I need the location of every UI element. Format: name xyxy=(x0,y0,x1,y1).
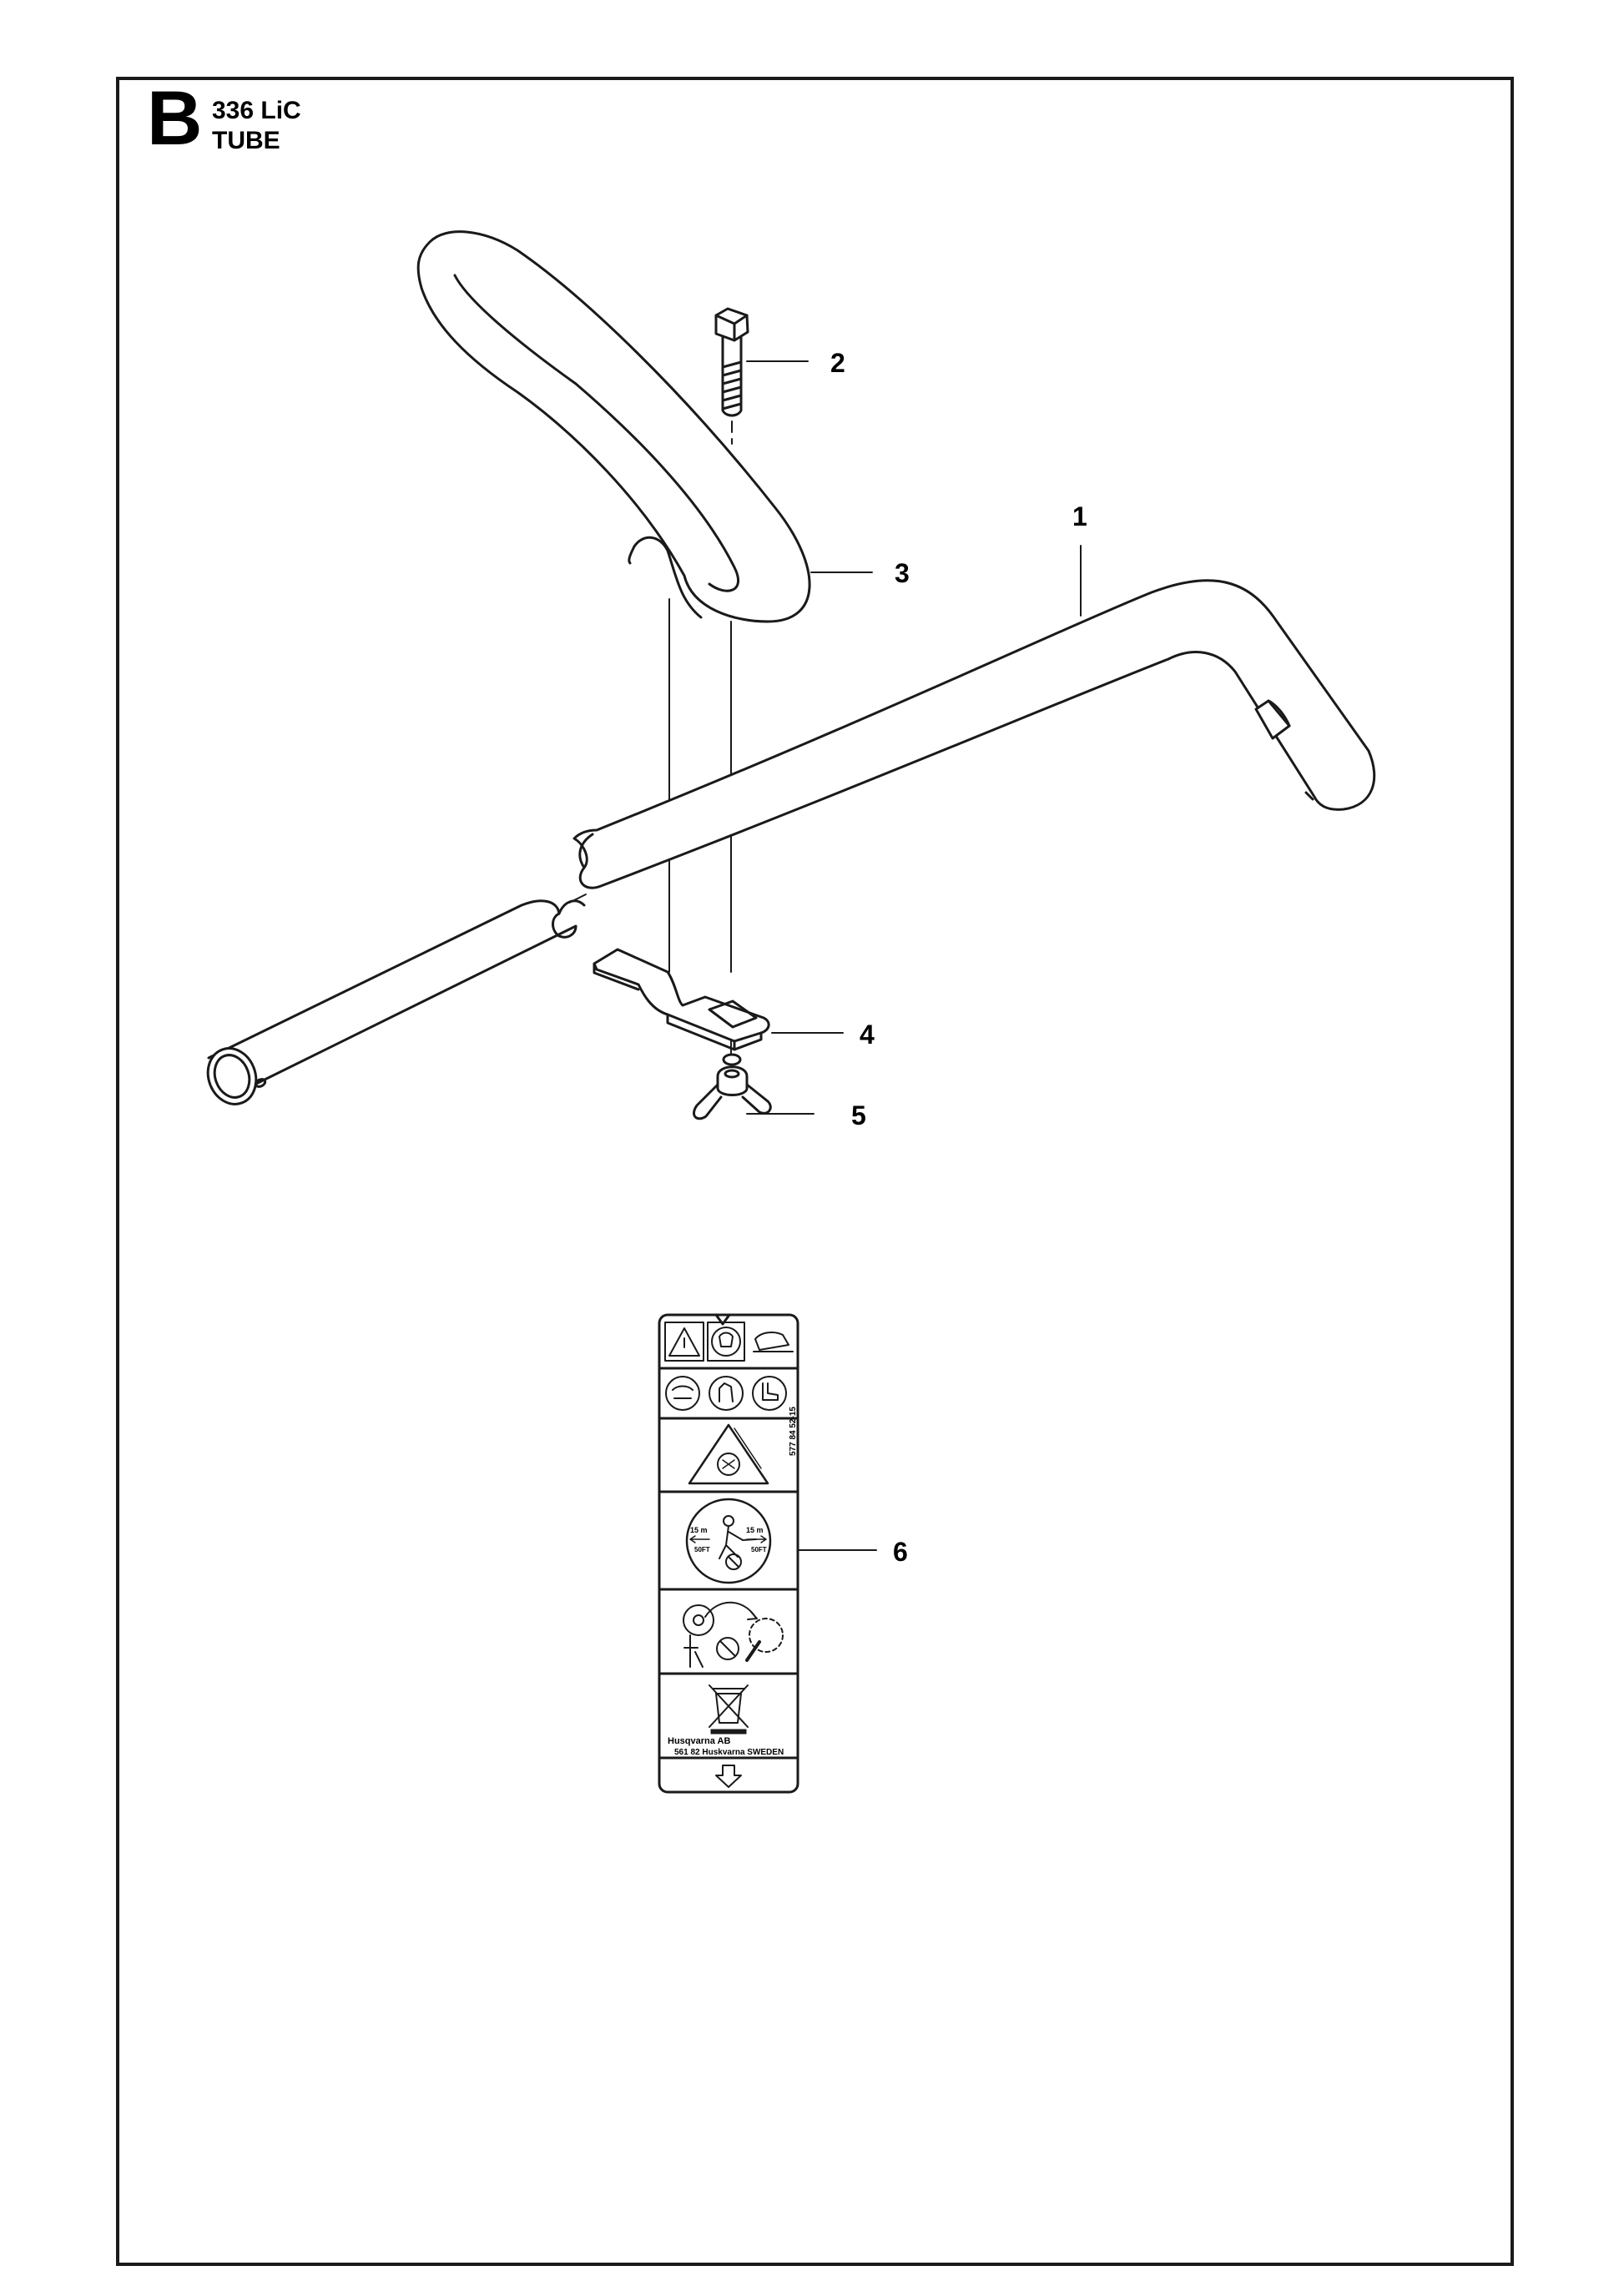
callout-1: 1 xyxy=(1072,501,1087,531)
loop-handle xyxy=(416,230,811,623)
shaft-tube xyxy=(572,579,1376,889)
callout-3: 3 xyxy=(895,558,910,588)
callout-2: 2 xyxy=(830,348,845,378)
shaft-tube-lower xyxy=(206,899,586,1105)
decal-distance-left: 15 m xyxy=(690,1526,708,1534)
decal-company-address: 561 82 Huskvarna SWEDEN xyxy=(674,1748,784,1757)
decal-company-name: Husqvarna AB xyxy=(668,1736,730,1746)
decal-distance-right: 15 m xyxy=(746,1526,764,1534)
decal-distance-left-ft: 50FT xyxy=(694,1546,710,1553)
screw xyxy=(714,307,749,417)
decal-distance-right-ft: 50FT xyxy=(751,1546,767,1553)
group-name: TUBE xyxy=(212,127,280,154)
model-name: 336 LiC xyxy=(212,97,301,124)
warning-decal xyxy=(658,1313,799,1794)
section-letter: B xyxy=(147,76,203,161)
page-border xyxy=(116,77,1514,2266)
clamp-bracket xyxy=(593,948,770,1051)
callout-6: 6 xyxy=(893,1537,908,1567)
decal-part-number: 577 84 52-15 xyxy=(789,1407,798,1456)
wing-nut xyxy=(693,1053,772,1120)
callout-4: 4 xyxy=(860,1020,875,1050)
callout-5: 5 xyxy=(851,1100,866,1130)
